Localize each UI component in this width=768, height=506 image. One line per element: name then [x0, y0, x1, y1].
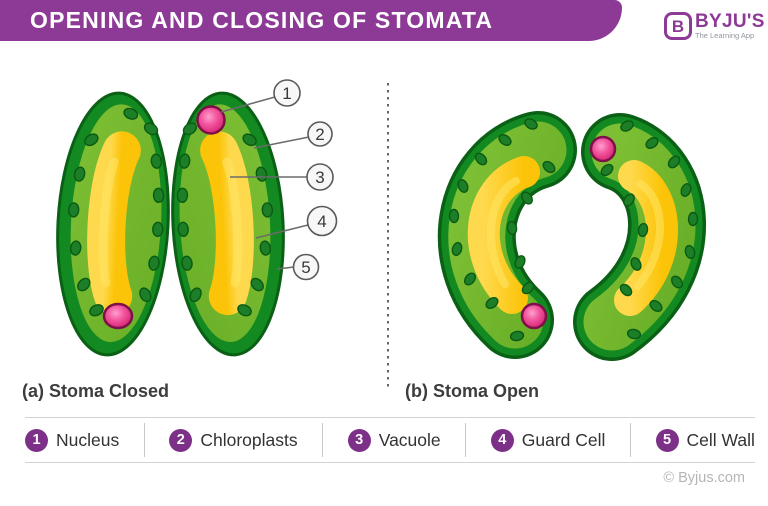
callout-3-number: 3: [315, 168, 324, 187]
legend-label-chloroplasts: Chloroplasts: [200, 429, 298, 450]
nucleus-open-right: [589, 135, 617, 163]
logo-text: BYJU'S The Learning App: [695, 12, 765, 40]
legend-item-chloroplasts: 2 Chloroplasts: [169, 428, 298, 452]
callout-4-guard-cell: 4: [255, 205, 338, 239]
legend-divider: [629, 423, 631, 457]
callout-4-number: 4: [317, 212, 326, 231]
legend: 1 Nucleus 2 Chloroplasts 3 Vacuole 4 Gua…: [25, 417, 755, 463]
legend-divider: [143, 423, 145, 457]
legend-badge-5: 5: [655, 428, 679, 452]
nucleus-closed-left: [102, 302, 134, 330]
callout-1-nucleus: 1: [220, 79, 301, 113]
callout-3-vacuole: 3: [230, 163, 334, 191]
header-banner: OPENING AND CLOSING OF STOMATA: [0, 0, 622, 41]
logo-tagline: The Learning App: [695, 31, 755, 40]
copyright: © Byjus.com: [663, 470, 745, 486]
guard-cell-closed-right: [166, 90, 290, 357]
callout-2-number: 2: [315, 125, 324, 144]
caption-stoma-closed: (a) Stoma Closed: [22, 381, 170, 401]
nucleus-open-left: [520, 302, 548, 330]
legend-item-guard-cell: 4 Guard Cell: [490, 428, 606, 452]
page-title: OPENING AND CLOSING OF STOMATA: [30, 7, 494, 33]
legend-badge-4: 4: [490, 428, 514, 452]
callout-5-number: 5: [301, 258, 310, 277]
legend-label-cell-wall: Cell Wall: [686, 429, 755, 450]
callouts: 1 2 3 4 5: [220, 79, 338, 281]
panel-stoma-open: [449, 117, 697, 342]
logo-brand: BYJU'S: [695, 11, 765, 32]
callout-5-cell-wall: 5: [276, 253, 320, 281]
legend-label-nucleus: Nucleus: [56, 429, 120, 450]
legend-item-vacuole: 3 Vacuole: [347, 428, 441, 452]
panel-stoma-closed: [51, 90, 290, 357]
byjus-logo-icon: B: [664, 12, 692, 40]
legend-item-nucleus: 1 Nucleus: [25, 428, 120, 452]
legend-label-vacuole: Vacuole: [378, 429, 441, 450]
legend-label-guard-cell: Guard Cell: [521, 429, 606, 450]
legend-divider: [322, 423, 324, 457]
logo-letter: B: [671, 16, 685, 36]
legend-item-cell-wall: 5 Cell Wall: [655, 428, 755, 452]
legend-badge-3: 3: [347, 428, 371, 452]
caption-stoma-open: (b) Stoma Open: [405, 381, 539, 401]
legend-badge-1: 1: [25, 428, 48, 452]
byjus-logo: B BYJU'S The Learning App: [664, 12, 765, 40]
legend-badge-2: 2: [169, 428, 193, 452]
nucleus-closed-right: [196, 105, 226, 135]
legend-divider: [465, 423, 467, 457]
callout-1-number: 1: [282, 84, 291, 103]
callout-2-chloroplasts: 2: [253, 121, 333, 149]
